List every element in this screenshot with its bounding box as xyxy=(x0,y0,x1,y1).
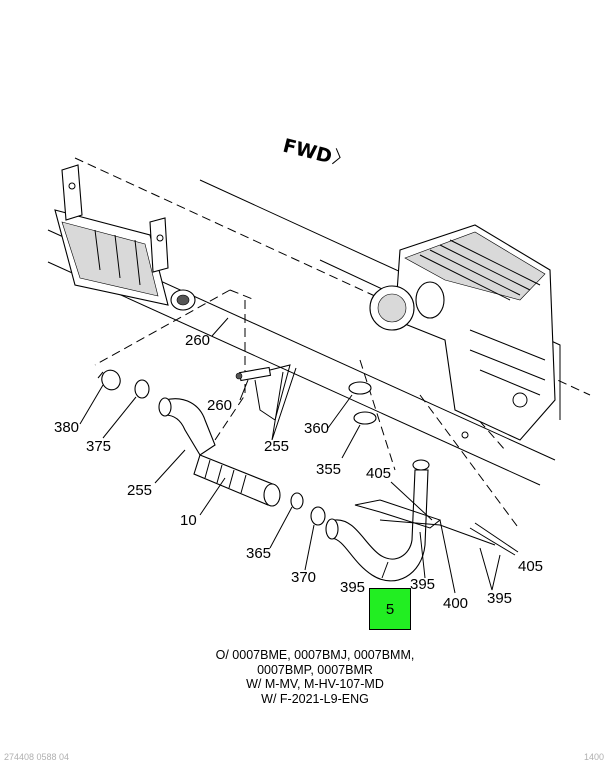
callout-360: 360 xyxy=(304,420,329,437)
footer-id-right: 1400 xyxy=(583,752,604,762)
callout-355: 355 xyxy=(316,461,341,478)
callout-395-middle: 395 xyxy=(410,576,435,593)
callout-255-right: 255 xyxy=(264,438,289,455)
gasket-375 xyxy=(134,379,150,399)
fwd-direction-marker: FWD xyxy=(281,135,341,168)
callout-405-top: 405 xyxy=(366,465,391,482)
arrow-right-icon xyxy=(332,148,341,165)
callout-260-upper: 260 xyxy=(185,332,210,349)
footer-id-left: 274408 0588 04 xyxy=(4,752,70,762)
aftertreatment-canister xyxy=(54,164,196,311)
fwd-label: FWD xyxy=(281,135,335,168)
engine-block xyxy=(369,224,556,441)
callout-395-right: 395 xyxy=(487,590,512,607)
note-line: O/ 0007BME, 0007BMJ, 0007BMM, xyxy=(215,648,415,662)
callout-405-right: 405 xyxy=(518,558,543,575)
callout-370: 370 xyxy=(291,569,316,586)
note-line: W/ F-2021-L9-ENG xyxy=(261,691,369,706)
callout-10: 10 xyxy=(180,512,197,529)
callout-labels: 260 260 380 375 255 255 10 360 355 365 3… xyxy=(54,332,543,612)
gasket-365 xyxy=(290,492,304,510)
exhaust-tube-10 xyxy=(193,454,281,507)
applicability-notes: O/ 0007BME, 0007BMJ, 0007BMM, 0007BMP, 0… xyxy=(160,648,470,706)
elbow-pipe-5 xyxy=(325,459,496,582)
callout-380: 380 xyxy=(54,419,79,436)
note-line: 0007BMP, 0007BMR xyxy=(257,662,373,677)
note-line: W/ M-MV, M-HV-107-MD xyxy=(246,677,384,691)
callout-365: 365 xyxy=(246,545,271,562)
callout-400: 400 xyxy=(443,595,468,612)
highlighted-part-5[interactable]: 5 xyxy=(369,588,411,630)
callout-395-left: 395 xyxy=(340,579,365,596)
callout-255-left: 255 xyxy=(127,482,152,499)
callout-375: 375 xyxy=(86,438,111,455)
gasket-355 xyxy=(353,411,377,425)
clamp-370 xyxy=(310,506,326,526)
bracket-260 xyxy=(235,364,291,421)
callout-260-lower: 260 xyxy=(207,397,232,414)
clamp-380 xyxy=(97,369,121,391)
clamp-360 xyxy=(348,381,372,395)
leader-lines xyxy=(79,317,519,594)
highlighted-part-label: 5 xyxy=(385,600,395,618)
